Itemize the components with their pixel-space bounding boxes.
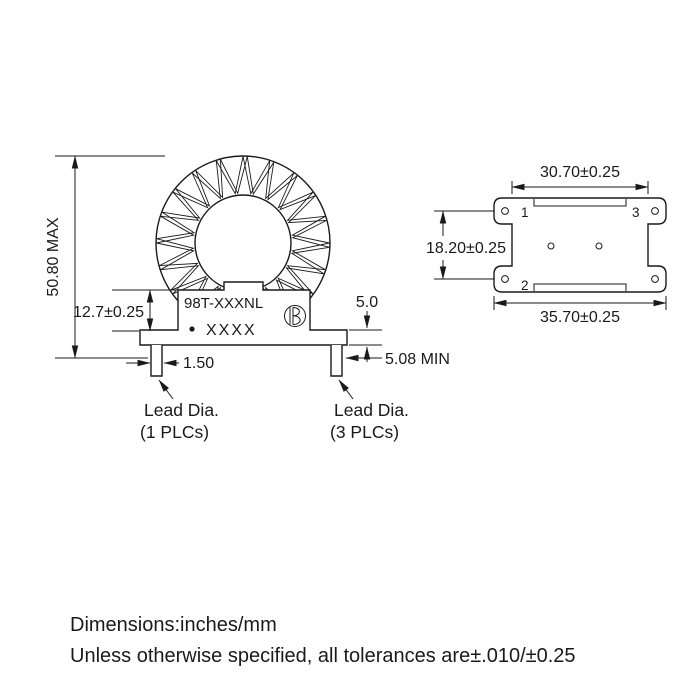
note-tolerance: Unless otherwise specified, all toleranc…	[70, 645, 576, 667]
pin-number-1: 1	[521, 205, 529, 220]
toroid-inner-edge	[194, 194, 292, 292]
center-hole-left	[547, 242, 555, 250]
lead-callout-left: Lead Dia. (1 PLCs)	[140, 379, 219, 442]
lead-label-right-line1: Lead Dia.	[334, 400, 409, 420]
lead-label-right-line2: (3 PLCs)	[330, 422, 399, 442]
dimension-standoff: 5.0	[349, 294, 382, 362]
mount-hole-bottom-left	[501, 275, 509, 283]
center-hole-right	[595, 242, 603, 250]
manufacturer-logo-icon	[284, 305, 306, 327]
dimension-lead-width: 1.50	[126, 355, 214, 372]
front-view: 98T-XXXNL XXXX 50.80 MAX 12.7±0.25 1.50	[45, 155, 450, 442]
pin-number-3: 3	[632, 205, 640, 220]
dimension-lead-length: 5.08 MIN	[345, 351, 450, 368]
mount-hole-top-left	[501, 207, 509, 215]
lead-callout-right: Lead Dia. (3 PLCs)	[330, 379, 409, 442]
part-code-text: XXXX	[206, 322, 257, 339]
note-units: Dimensions:inches/mm	[70, 614, 277, 636]
dim-overall-width-label: 35.70±0.25	[540, 309, 620, 326]
lead-label-left-line1: Lead Dia.	[144, 400, 219, 420]
dim-pin-spacing-label: 18.20±0.25	[426, 240, 506, 257]
part-number-text: 98T-XXXNL	[184, 295, 263, 312]
top-step-line	[533, 199, 627, 207]
dimension-base-height: 12.7±0.25	[73, 289, 176, 332]
dimension-overall-width: 35.70±0.25	[493, 296, 667, 326]
dim-top-width-label: 30.70±0.25	[540, 164, 620, 181]
lead-pin-right	[330, 345, 343, 377]
dim-lead-length-label: 5.08 MIN	[385, 351, 450, 368]
mount-hole-top-right	[651, 207, 659, 215]
pin-number-2: 2	[521, 278, 529, 293]
dim-lead-width-label: 1.50	[183, 355, 214, 372]
lead-pin-left	[150, 345, 163, 377]
notes: Dimensions:inches/mm Unless otherwise sp…	[70, 614, 576, 667]
bottom-view-outline	[493, 197, 667, 293]
mount-hole-bottom-right	[651, 275, 659, 283]
dim-overall-height-label: 50.80 MAX	[45, 217, 62, 296]
polarity-dot	[189, 326, 195, 332]
lead-label-left-line2: (1 PLCs)	[140, 422, 209, 442]
dimension-pin-spacing: 18.20±0.25	[426, 210, 506, 280]
dimension-overall-height: 50.80 MAX	[45, 155, 165, 359]
dim-base-height-label: 12.7±0.25	[73, 304, 144, 321]
dim-standoff-label: 5.0	[356, 294, 378, 311]
dimension-top-width: 30.70±0.25	[511, 164, 649, 194]
bottom-view: 1 3 2 30.70±0.25 18.20±0.25 35.70±0.25	[426, 164, 667, 326]
bottom-step-line	[533, 283, 627, 291]
